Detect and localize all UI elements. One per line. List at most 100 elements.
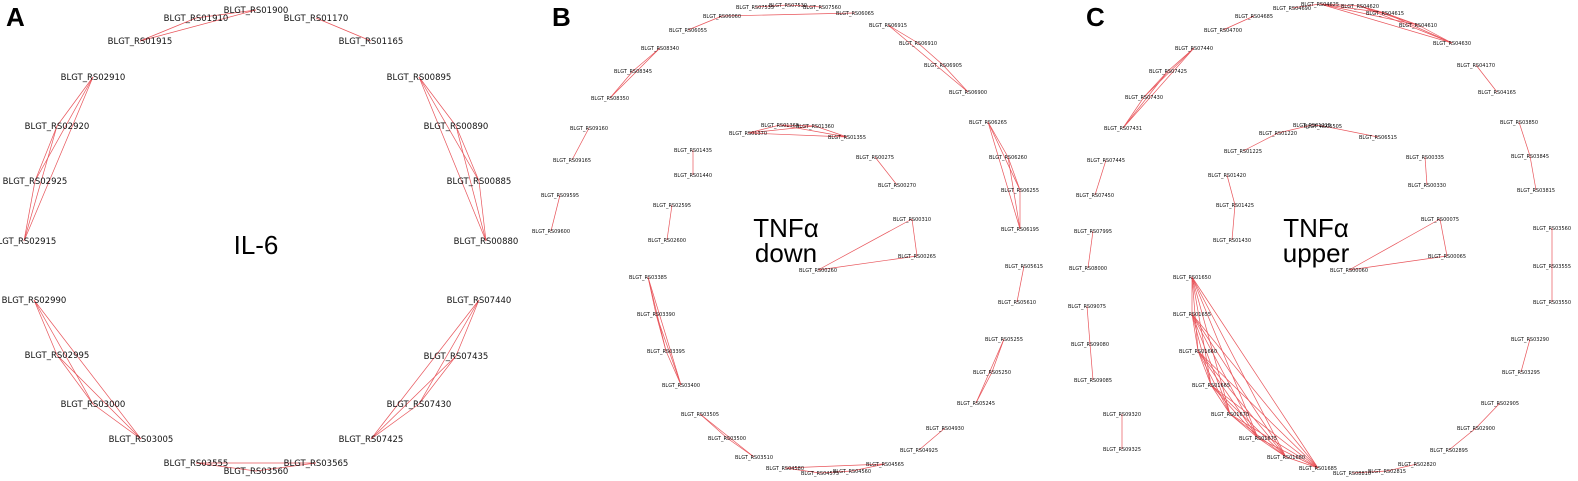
network-edge <box>1277 124 1313 134</box>
gene-node-label: BLGT_RS09595 <box>541 193 579 199</box>
network-edge <box>1197 350 1319 469</box>
gene-node-label: BLGT_RS03385 <box>629 275 667 281</box>
gene-node-label: BLGT_RS04565 <box>866 462 904 468</box>
gene-node-label: BLGT_RS07425 <box>339 435 404 445</box>
gene-node-label: BLGT_RS00060 <box>1330 268 1368 274</box>
network-edge <box>1191 276 1287 458</box>
gene-node-label: BLGT_RS06060 <box>703 14 741 20</box>
network-edge <box>687 15 723 31</box>
panel-b-nodes: BLGT_RS07535BLGT_RS07530BLGT_RS07560BLGT… <box>532 3 1043 477</box>
gene-node-label: BLGT_RS05250 <box>973 370 1011 376</box>
gene-node-label: BLGT_RS03815 <box>1517 188 1555 194</box>
network-edge <box>655 313 682 386</box>
gene-node-label: BLGT_RS07445 <box>1087 158 1125 164</box>
network-edge <box>1197 350 1231 415</box>
network-edge <box>33 299 142 440</box>
network-edge <box>34 125 58 182</box>
network-edge <box>1291 3 1321 9</box>
network-edge <box>987 121 1021 191</box>
gene-node-label: BLGT_RS08350 <box>591 96 629 102</box>
network-edge <box>370 403 420 440</box>
network-edge <box>887 24 969 93</box>
gene-node-label: BLGT_RS02820 <box>1398 462 1436 468</box>
network-edge <box>1086 305 1091 345</box>
network-edge <box>787 4 823 8</box>
network-edge <box>1094 159 1107 196</box>
gene-node-label: BLGT_RS09160 <box>570 126 608 132</box>
network-edge <box>918 427 946 451</box>
gene-node-label: BLGT_RS02895 <box>1430 448 1468 454</box>
network-edge <box>1311 124 1324 127</box>
gene-node-label: BLGT_RS01430 <box>1213 238 1251 244</box>
gene-node-label: BLGT_RS03560 <box>224 467 289 477</box>
gene-node-label: BLGT_RS04580 <box>766 466 804 472</box>
gene-node-label: BLGT_RS07450 <box>1076 193 1114 199</box>
network-edge <box>1197 350 1259 439</box>
panel-a-nodes: BLGT_RS01900BLGT_RS01910BLGT_RS01915BLGT… <box>0 6 518 477</box>
network-edge <box>1448 427 1477 451</box>
gene-node-label: BLGT_RS04685 <box>1235 14 1273 20</box>
network-edge <box>1122 47 1195 129</box>
network-edge <box>1359 5 1453 44</box>
network-edge <box>647 276 682 386</box>
gene-node-label: BLGT_RS02925 <box>3 177 68 187</box>
gene-node-label: BLGT_RS07995 <box>1074 229 1112 235</box>
network-edge <box>1191 313 1319 469</box>
network-edge <box>1384 12 1453 44</box>
gene-node-label: BLGT_RS02995 <box>25 351 90 361</box>
gene-node-label: BLGT_RS03400 <box>662 383 700 389</box>
gene-node-label: BLGT_RS03000 <box>61 400 126 410</box>
network-edge <box>1191 276 1199 352</box>
gene-node-label: BLGT_RS02595 <box>653 203 691 209</box>
gene-node-label: BLGT_RS01360 <box>796 124 834 130</box>
network-edge <box>1257 437 1319 469</box>
panel-a: A BLGT_RS01900BLGT_RS01910BLGT_RS01915BL… <box>0 2 518 477</box>
panel-b-title-line-1: TNFα <box>753 213 819 243</box>
network-edge <box>1197 350 1212 386</box>
panel-c-title-line-1: TNFα <box>1283 213 1349 243</box>
gene-node-label: BLGT_RS03390 <box>637 312 675 318</box>
gene-node-label: BLGT_RS01655 <box>1173 312 1211 318</box>
gene-node-label: BLGT_RS06260 <box>989 155 1027 161</box>
network-edge <box>1439 218 1448 257</box>
network-edge <box>784 463 886 469</box>
gene-node-label: BLGT_RS08810 <box>1333 471 1371 477</box>
network-edge <box>1475 402 1501 429</box>
gene-node-label: BLGT_RS04615 <box>1366 11 1404 17</box>
gene-node-label: BLGT_RS08345 <box>614 69 652 75</box>
network-edge <box>851 463 886 472</box>
gene-node-label: BLGT_RS09165 <box>553 158 591 164</box>
gene-node-label: BLGT_RS01685 <box>1299 466 1337 472</box>
gene-node-label: BLGT_RS01165 <box>339 37 404 47</box>
network-edge <box>478 180 487 242</box>
gene-node-label: BLGT_RS07560 <box>803 5 841 11</box>
network-edge <box>747 125 816 134</box>
network-edge <box>1210 384 1231 415</box>
gene-node-label: BLGT_RS06065 <box>836 11 874 17</box>
panel-c-edges <box>1086 3 1553 474</box>
panel-b-letter: B <box>552 2 571 32</box>
network-edge <box>1386 463 1418 472</box>
network-edge <box>874 156 898 186</box>
gene-node-label: BLGT_RS01220 <box>1259 131 1297 137</box>
network-edge <box>455 125 487 242</box>
network-edge <box>975 371 993 404</box>
gene-node-label: BLGT_RS05610 <box>998 300 1036 306</box>
network-edge <box>699 413 755 458</box>
gene-node-label: BLGT_RS04165 <box>1478 90 1516 96</box>
panel-a-edges <box>23 9 487 472</box>
network-edge <box>1229 413 1287 458</box>
network-edge <box>1322 125 1379 138</box>
network-edge <box>779 124 816 127</box>
network-edge <box>721 12 856 17</box>
network-edge <box>455 125 480 182</box>
network-edge <box>33 299 58 356</box>
network-edge <box>609 70 634 99</box>
network-edge <box>1191 313 1287 458</box>
network-edge <box>1226 174 1236 206</box>
gene-node-label: BLGT_RS03290 <box>1511 337 1549 343</box>
network-edge <box>1242 132 1279 152</box>
gene-node-label: BLGT_RS04690 <box>1273 6 1311 12</box>
network-edge <box>814 125 848 138</box>
